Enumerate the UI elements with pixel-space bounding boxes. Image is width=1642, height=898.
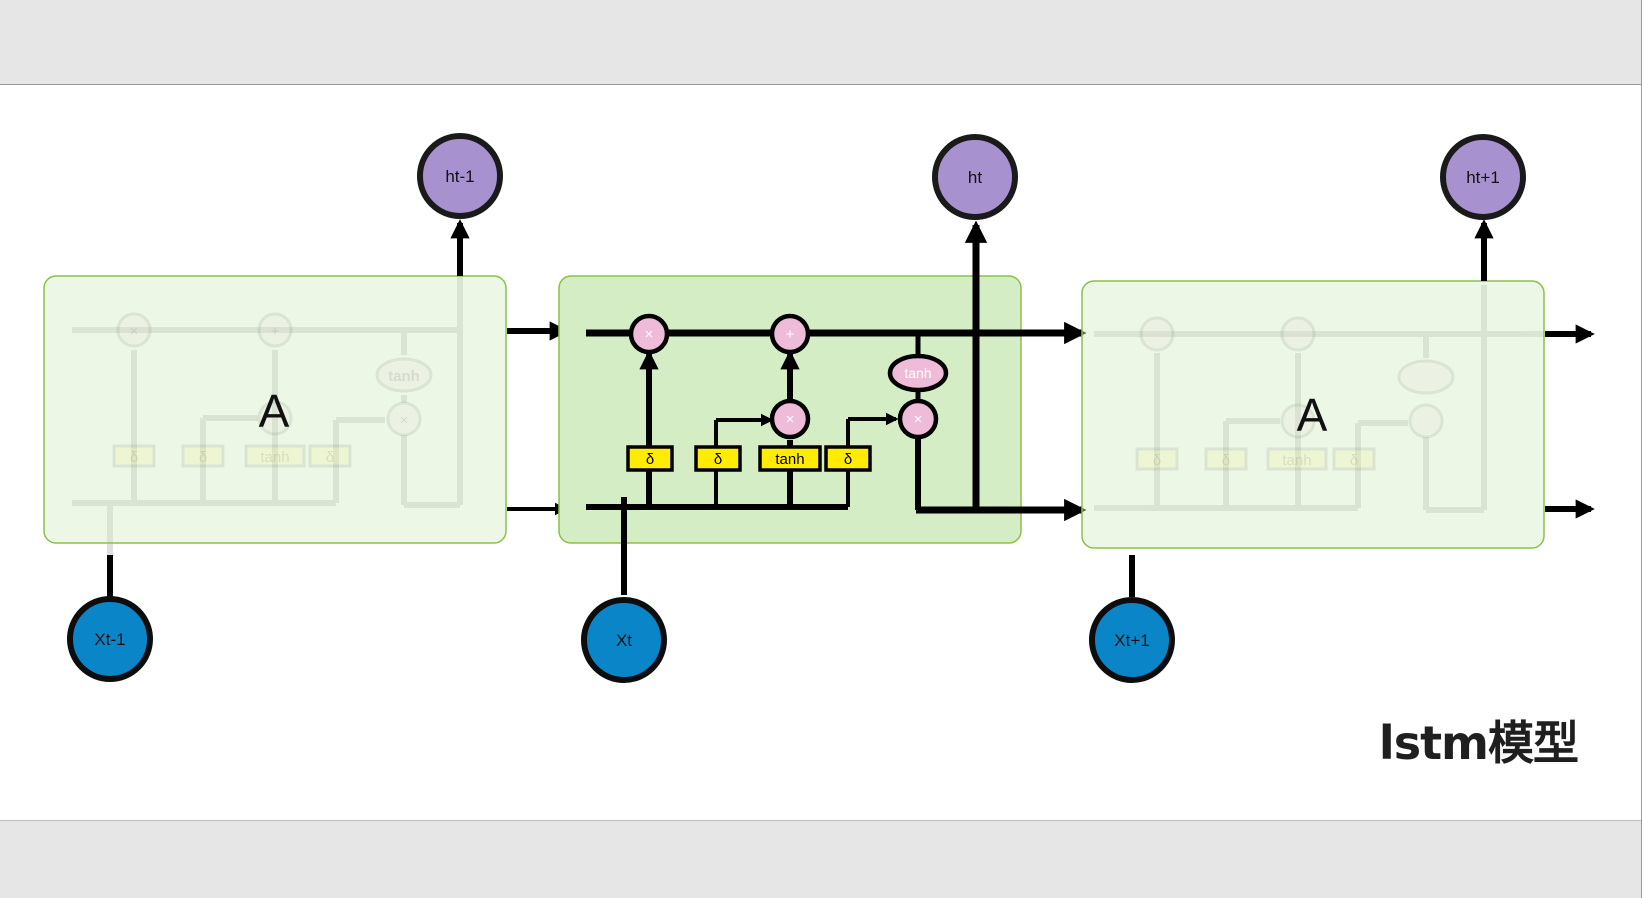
cell-1-gate-candidate: tanh [260,449,289,466]
cell-1-gate-input: δ [199,449,207,466]
connector-3-out [1545,324,1595,519]
input-nodes [67,596,1175,683]
output-node-ht [932,134,1018,220]
cell-1-gate-output: δ [326,449,334,466]
cell-3-gate-forget: δ [1153,452,1161,469]
cell-2-op-tanh: tanh [904,365,931,381]
cell-2-gate-forget: δ [646,451,654,468]
cell-2-tanh-node [887,353,949,393]
cell-1-op-tanh: tanh [388,368,420,385]
cell-1-faded-gates [112,312,433,468]
cell-1-op-add: + [271,323,280,340]
input-label-2: Xt [616,631,632,650]
cell-1-box [43,275,507,544]
cell-1-gate-forget: δ [130,449,138,466]
input-node-xt+1 [1089,597,1175,683]
cell-2-add-node [769,313,811,355]
cell-2-op-mul1: × [645,326,654,343]
slide: × + × tanh δ δ tanh δ A [0,84,1642,821]
cell-2-mul2-node [769,398,811,440]
input-label-3: Xt+1 [1114,631,1149,650]
cell-2-gate-output-box [824,445,872,472]
cell-3-gate-input: δ [1222,452,1230,469]
cell-3-faded-gates [1135,316,1455,471]
cell-3-label: A [1297,389,1328,441]
output-label-3: ht+1 [1466,168,1500,187]
output-label-2: ht [968,168,982,187]
cell-1-op-mul1: × [130,323,139,340]
output-nodes [417,133,1526,220]
cell-2-ops [628,313,949,440]
slide-title: lstm模型 [1378,716,1579,770]
input-node-xt [581,597,667,683]
cell-2-gates [626,445,872,472]
input-node-xt-1 [67,596,153,682]
output-node-ht-1 [417,133,503,219]
lstm-diagram: × + × tanh δ δ tanh δ A [43,133,1595,683]
cell-2-gate-candidate-box [758,445,822,472]
input-labels: Xt-1 Xt Xt+1 [94,630,1149,650]
cell-2-gate-input-box [694,445,742,472]
cell-1-op-mul3: × [400,412,409,429]
connector-1-2 [507,321,569,516]
cell-2-mul1-node [628,313,670,355]
cell-1-label: A [259,385,290,437]
input-label-1: Xt-1 [94,630,125,649]
cell-2-mul3-node [897,398,939,440]
cell-3-gate-candidate: tanh [1282,452,1311,469]
cell-2-op-mul2: × [786,411,795,428]
output-label-1: ht-1 [445,167,474,186]
cell-3-box [1081,280,1545,549]
cell-2-gate-candidate: tanh [775,451,804,468]
cell-2-gate-output: δ [844,451,852,468]
cell-2-op-mul3: × [914,411,923,428]
cell-2-gate-forget-box [626,445,674,472]
cell-3-faded-wires [1094,285,1544,513]
cell-2-op-labels: × + × × tanh [645,326,932,428]
io-stems [107,219,1494,597]
cell-1-faded-labels: × + × tanh δ δ tanh δ [130,323,420,466]
output-labels: ht-1 ht ht+1 [445,167,1499,187]
cell-3-faded-labels: δ δ tanh δ [1153,452,1358,469]
cell-3-gate-output: δ [1350,452,1358,469]
cell-1-faded-wires [72,275,463,555]
output-node-ht+1 [1440,134,1526,220]
cell-2-gate-input: δ [714,451,722,468]
cell-2-gate-labels: δ δ tanh δ [646,451,852,468]
cell-2-op-add: + [786,326,795,343]
